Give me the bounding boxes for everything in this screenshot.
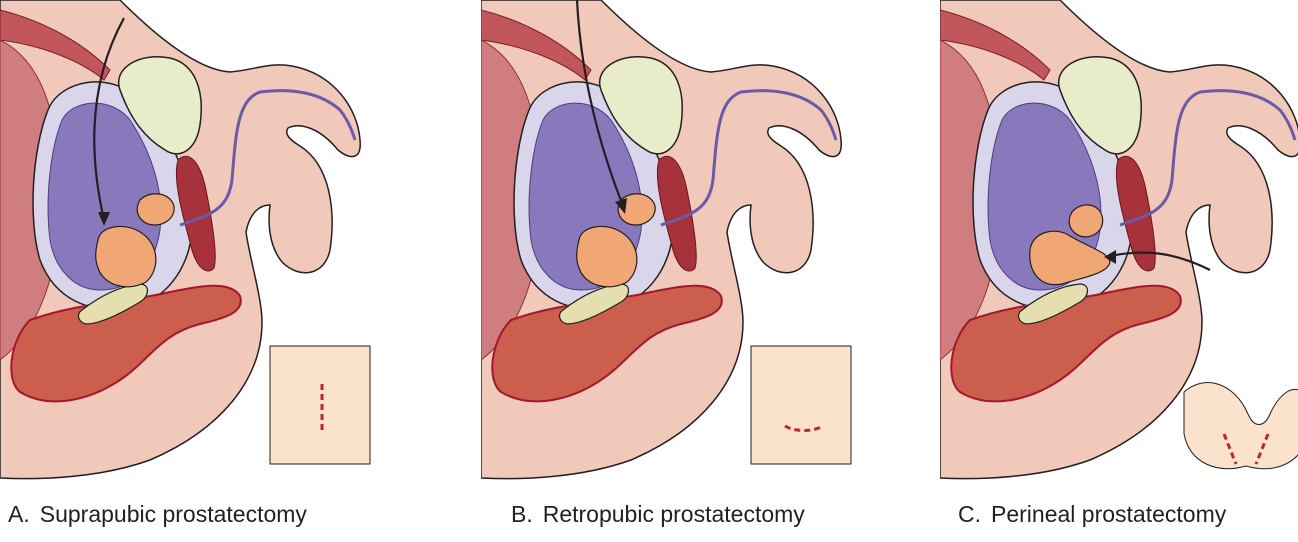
prostate-median-lobe bbox=[1069, 205, 1103, 237]
caption-letter: B. bbox=[511, 501, 533, 528]
prostate-median-lobe bbox=[137, 194, 174, 225]
inset-skin bbox=[1184, 383, 1298, 469]
panel-perineal: C. Perineal prostatectomy bbox=[940, 0, 1298, 542]
caption-letter: A. bbox=[8, 501, 30, 528]
anatomy-illustration-c bbox=[940, 0, 1298, 490]
anatomy-base bbox=[0, 0, 370, 479]
anatomy-illustration-a bbox=[0, 0, 372, 490]
caption-b: B. Retropubic prostatectomy bbox=[511, 501, 805, 528]
anatomy-base bbox=[940, 0, 1298, 479]
panel-suprapubic: A. Suprapubic prostatectomy bbox=[0, 0, 372, 542]
caption-letter: C. bbox=[958, 501, 981, 528]
inset-skin bbox=[751, 346, 851, 464]
caption-text: Perineal prostatectomy bbox=[991, 501, 1226, 527]
inset-skin bbox=[270, 346, 370, 464]
anatomy-base bbox=[481, 0, 851, 479]
caption-a: A. Suprapubic prostatectomy bbox=[8, 501, 307, 528]
caption-c: C. Perineal prostatectomy bbox=[958, 501, 1226, 528]
caption-text: Suprapubic prostatectomy bbox=[40, 501, 307, 527]
inset-abdomen bbox=[751, 346, 851, 464]
inset-perineum bbox=[1184, 383, 1298, 469]
anatomy-illustration-b bbox=[481, 0, 853, 490]
inset-abdomen bbox=[270, 346, 370, 464]
panel-retropubic: B. Retropubic prostatectomy bbox=[481, 0, 853, 542]
caption-text: Retropubic prostatectomy bbox=[543, 501, 805, 527]
